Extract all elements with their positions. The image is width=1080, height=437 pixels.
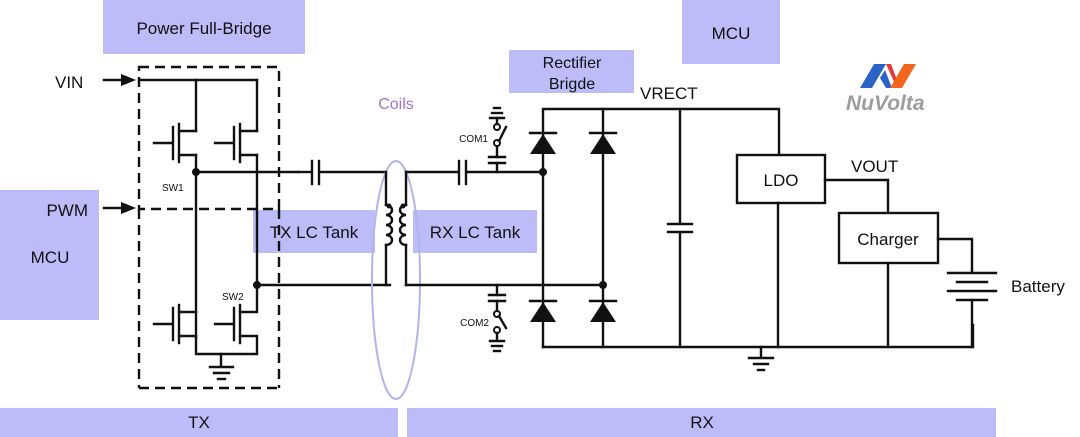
section-rx: RX [407,408,996,437]
pwm-arrow-icon [102,202,136,214]
tx-lc-tank-label: TX LC Tank [270,223,359,242]
mcu-rx-block: MCU [682,0,780,64]
vrect-capacitor-icon [666,222,694,234]
full-bridge-dashed-border [137,65,281,390]
nuvolta-logo: NuVolta [846,64,925,115]
charger-block: Charger [837,211,940,265]
coils-ellipse [371,160,421,400]
rx-capacitor-icon [404,159,545,186]
mosfet-high-right-icon [213,122,259,164]
rectifier-label-line1: Rectifier [543,55,602,72]
section-rx-label: RX [690,413,714,432]
power-full-bridge-block: Power Full-Bridge [103,0,305,54]
com2-switch-icon [487,283,508,353]
battery-label: Battery [1011,277,1065,296]
diode-top-left-icon [528,131,558,154]
sw2-node [253,281,261,289]
mosfet-low-right-icon [213,303,259,345]
vrect-label: VRECT [640,84,698,103]
ldo-block: LDO [735,153,827,205]
power-full-bridge-label: Power Full-Bridge [136,19,271,38]
com1-switch-icon [487,106,508,174]
com1-label: COM1 [459,134,488,145]
charger-battery-wire [936,237,974,274]
mosfet-low-left-icon [152,303,259,356]
rectifier-node-bottom [599,281,607,289]
vin-label: VIN [55,73,83,92]
rectifier-label-line2: Brigde [549,76,595,93]
sw1-node [192,168,200,176]
section-tx: TX [0,408,398,437]
com2-label: COM2 [460,318,489,329]
mcu-rx-label: MCU [712,24,751,43]
diode-top-right-icon [588,131,618,154]
ground-icon-rx [747,345,775,372]
rectifier-bridge-block: Rectifier Brigde [509,50,634,93]
nuvolta-logo-mark-icon [860,64,916,88]
battery-icon [946,271,998,349]
transformer-coil-icon [384,170,408,287]
coils-label: Coils [378,96,414,113]
sw2-label: SW2 [222,292,244,303]
tx-capacitor-icon [296,159,388,186]
vout-wire [823,178,890,214]
pwm-label: PWM [46,201,88,220]
nuvolta-logo-text: NuVolta [846,92,925,115]
rectifier-node-top [539,168,547,176]
sw1-label: SW1 [162,183,184,194]
rx-lc-tank-block: RX LC Tank [413,210,537,253]
vin-arrow-icon [102,74,136,86]
mcu-tx-label: MCU [31,248,70,267]
mcu-tx-block: PWM MCU [0,190,99,320]
full-bridge-wiring [137,78,392,340]
diode-bottom-left-icon [528,299,558,322]
tx-lc-tank-block: TX LC Tank [253,210,375,253]
section-tx-label: TX [188,413,210,432]
charger-label: Charger [857,230,919,249]
diode-bottom-right-icon [588,299,618,322]
rx-lc-tank-label: RX LC Tank [430,223,521,242]
ldo-label: LDO [764,171,799,190]
mosfet-high-left-icon [152,122,198,164]
ground-icon-tx [208,352,235,381]
vout-label: VOUT [851,157,898,176]
